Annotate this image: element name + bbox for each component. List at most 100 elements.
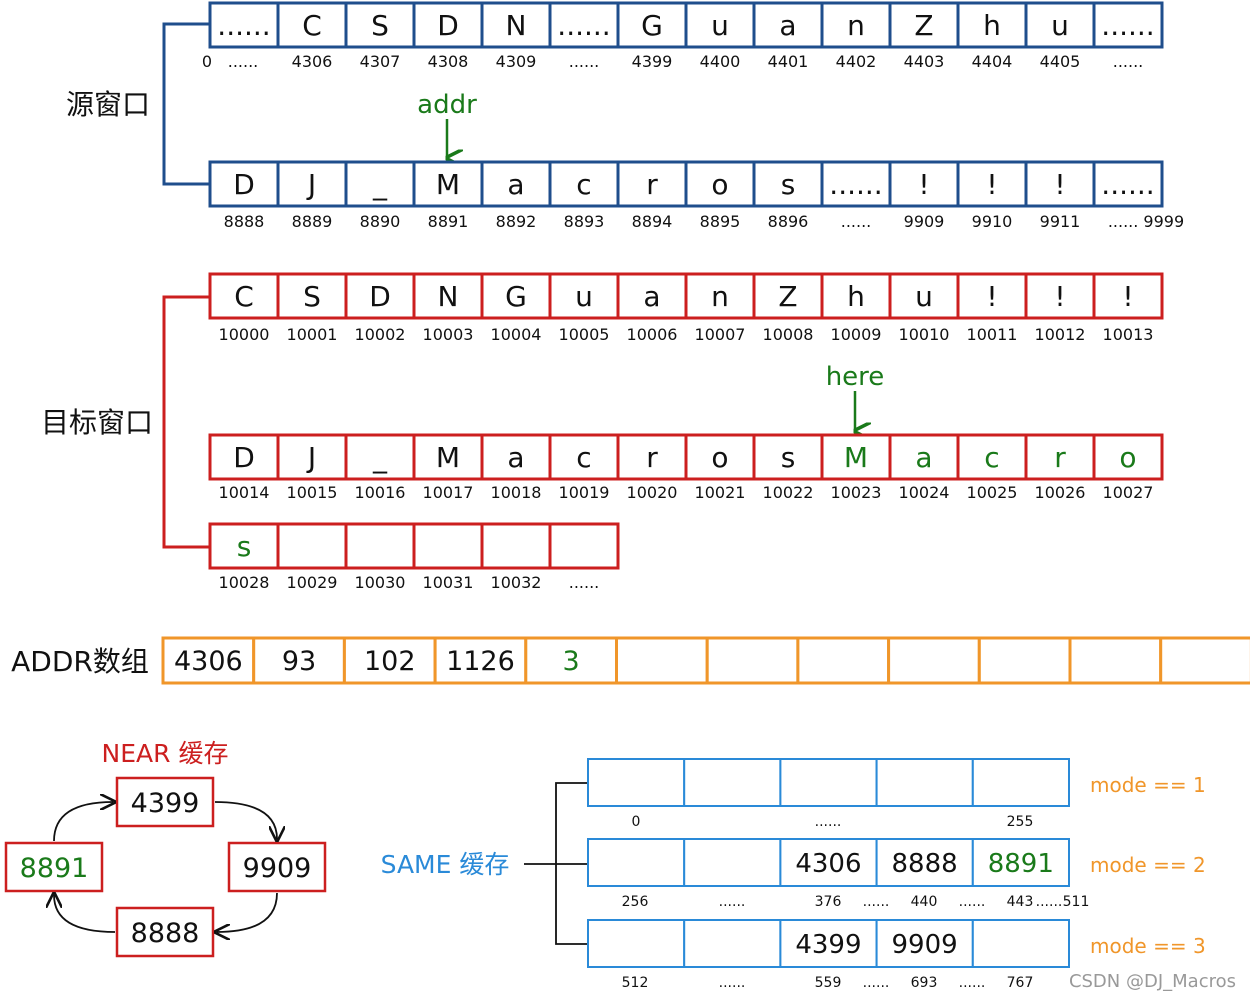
target-cell-value: C bbox=[234, 280, 254, 313]
same-index-label: ...... bbox=[719, 894, 746, 910]
index-label: 9909 bbox=[904, 212, 945, 231]
target-cell-value: ! bbox=[1054, 280, 1065, 313]
source-cell-value: M bbox=[436, 168, 460, 201]
source-cell-value: n bbox=[847, 9, 865, 42]
addr-cell-value: 102 bbox=[364, 646, 416, 677]
target-cell-box bbox=[752, 272, 824, 320]
index-label: 4405 bbox=[1040, 52, 1081, 71]
target-cell-value: o bbox=[711, 441, 728, 474]
index-label: 9911 bbox=[1040, 212, 1081, 231]
addr-cell-value: 93 bbox=[282, 646, 316, 677]
same-cell-value: 4306 bbox=[795, 849, 861, 879]
target-row-3: s bbox=[208, 522, 620, 570]
same-index-label: 767 bbox=[1007, 975, 1034, 991]
target-cell-value: M bbox=[436, 441, 460, 474]
target-cell-box bbox=[1024, 433, 1096, 481]
index-label: 4400 bbox=[700, 52, 741, 71]
same-cell-box bbox=[875, 919, 974, 968]
index-label: 10024 bbox=[899, 483, 950, 502]
index-label: 10027 bbox=[1103, 483, 1154, 502]
index-label: 8895 bbox=[700, 212, 741, 231]
index-label: 10006 bbox=[627, 325, 678, 344]
source-cell-value: u bbox=[711, 9, 729, 42]
source-cell-value: a bbox=[507, 168, 524, 201]
target-cell-value: u bbox=[575, 280, 593, 313]
index-label: 10019 bbox=[559, 483, 610, 502]
source-cell-value: u bbox=[1051, 9, 1069, 42]
same-cell-box bbox=[683, 919, 782, 968]
source-cell-value: ...... bbox=[1101, 9, 1154, 42]
addr-cell-box bbox=[615, 636, 709, 685]
target-cell-value: M bbox=[844, 441, 868, 474]
near-box-top bbox=[115, 776, 215, 828]
target-cell-value: n bbox=[711, 280, 729, 313]
same-cell-box bbox=[683, 838, 782, 887]
near-value-right: 9909 bbox=[243, 853, 312, 884]
source-cell-value: Z bbox=[914, 9, 933, 42]
source-cell-box bbox=[1092, 160, 1164, 208]
source-cell-value: a bbox=[779, 9, 796, 42]
index-label: 10032 bbox=[491, 573, 542, 592]
target-cell-box bbox=[548, 272, 620, 320]
source-cell-value: N bbox=[506, 9, 527, 42]
source-window-label: 源窗口 bbox=[66, 88, 150, 121]
source-cell-value: C bbox=[302, 9, 322, 42]
source-cell-value: S bbox=[371, 9, 389, 42]
target-cell-box bbox=[412, 433, 484, 481]
addr-cell-box bbox=[1068, 636, 1163, 685]
same-mode-label: mode == 3 bbox=[1090, 934, 1206, 958]
source-cell-value: _ bbox=[372, 168, 388, 201]
target-cell-box bbox=[412, 522, 484, 570]
index-label: 4308 bbox=[428, 52, 469, 71]
index-label: 10020 bbox=[627, 483, 678, 502]
target-cell-value: S bbox=[303, 280, 321, 313]
source-cell-box bbox=[684, 1, 756, 49]
near-arrow-top-right bbox=[214, 801, 277, 839]
same-cell-box bbox=[971, 758, 1070, 807]
addr-cell-value: 1126 bbox=[446, 646, 515, 677]
source-cell-box bbox=[276, 1, 348, 49]
index-label: 10017 bbox=[423, 483, 474, 502]
source-cell-box bbox=[276, 160, 348, 208]
target-cell-box bbox=[344, 433, 416, 481]
index-label: 10003 bbox=[423, 325, 474, 344]
index-label: ...... bbox=[841, 212, 872, 231]
same-index-label: 559 bbox=[815, 975, 842, 991]
index-label: 4404 bbox=[972, 52, 1013, 71]
same-index-label: ...... bbox=[815, 814, 842, 830]
source-cell-value: D bbox=[437, 9, 459, 42]
target-cell-value: G bbox=[505, 280, 527, 313]
same-cache-title: SAME 缓存 bbox=[381, 850, 510, 879]
same-cell-box bbox=[875, 838, 974, 887]
addr-cell-value: 3 bbox=[563, 646, 580, 677]
same-index-label: 511 bbox=[1063, 894, 1090, 910]
target-cell-value: J bbox=[306, 441, 316, 474]
target-cell-box bbox=[684, 272, 756, 320]
near-arrow-left-top bbox=[53, 802, 113, 842]
near-box-bottom bbox=[115, 906, 215, 958]
target-cell-box bbox=[616, 272, 688, 320]
near-cache: NEAR 缓存 4399 9909 8888 8891 bbox=[4, 739, 327, 958]
same-index-label: 0 bbox=[632, 814, 641, 830]
addr-cell-box bbox=[161, 636, 256, 685]
same-index-label: 255 bbox=[1007, 814, 1034, 830]
target-cell-box bbox=[208, 272, 280, 320]
source-cell-box bbox=[548, 160, 620, 208]
target-cell-box bbox=[1092, 272, 1164, 320]
source-cell-value: r bbox=[646, 168, 658, 201]
near-arrow-bottom-left bbox=[54, 895, 116, 933]
index-label: 10015 bbox=[287, 483, 338, 502]
target-cell-value: s bbox=[237, 530, 252, 563]
index-label: ...... 9999 bbox=[1108, 212, 1184, 231]
index-label: 4402 bbox=[836, 52, 877, 71]
target-cell-box bbox=[820, 272, 892, 320]
source-cell-box bbox=[752, 1, 824, 49]
index-label: ...... bbox=[569, 573, 600, 592]
